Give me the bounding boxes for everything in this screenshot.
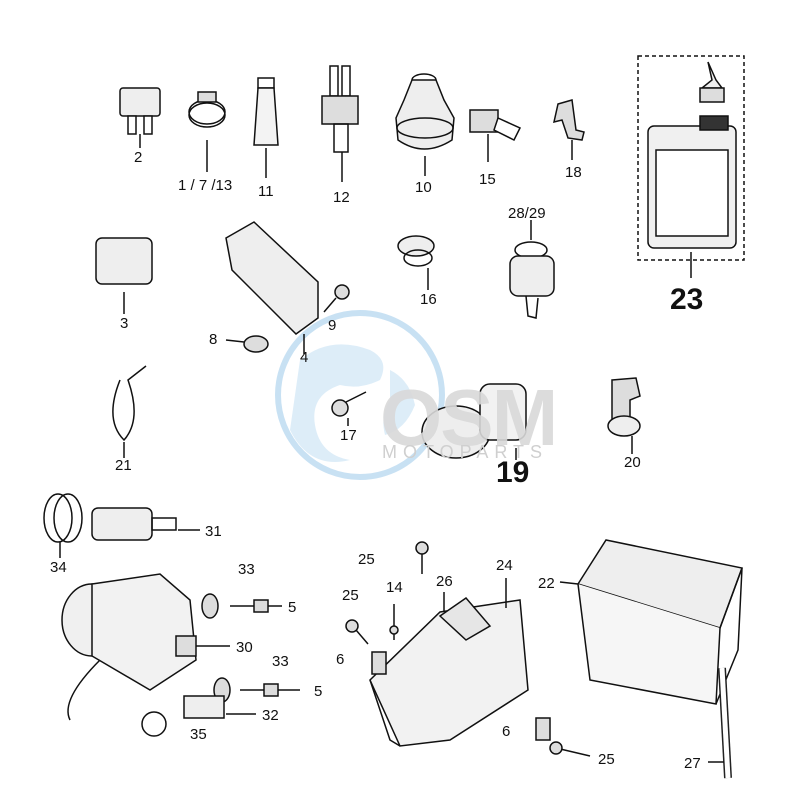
label-part-1-7-13: 1 / 7 /13 (178, 177, 233, 194)
label-part-6-left: 6 (336, 651, 345, 668)
fuse-part (119, 87, 161, 148)
label-part-25-mid: 25 (342, 587, 359, 604)
label-part-4: 4 (300, 349, 309, 366)
breather-tube-part (708, 667, 732, 779)
label-part-28-29: 28/29 (508, 205, 546, 222)
screw-part-9 (323, 284, 350, 313)
battery-part (559, 539, 744, 705)
label-part-10: 10 (415, 179, 432, 196)
label-part-33-lower: 33 (272, 653, 289, 670)
brake-switch-part (321, 65, 359, 182)
label-part-20: 20 (624, 454, 641, 471)
watermark-tagline: MOTOPARTS (382, 442, 549, 462)
bolt-set-lower (213, 677, 300, 703)
oil-container-part (637, 55, 745, 278)
starter-motor-part (61, 573, 230, 737)
label-part-21: 21 (115, 457, 132, 474)
label-part-25-bottom: 25 (598, 751, 615, 768)
label-part-18: 18 (565, 164, 582, 181)
label-part-2: 2 (134, 149, 143, 166)
tube-part (253, 77, 279, 178)
label-part-3: 3 (120, 315, 129, 332)
clip-part (553, 99, 585, 160)
hose-clamp-part (188, 91, 226, 172)
bolt-part-17 (331, 391, 367, 426)
cable-tie-part (112, 365, 147, 458)
lock-part (607, 377, 641, 454)
label-part-17: 17 (340, 427, 357, 444)
label-part-16: 16 (420, 291, 437, 308)
label-part-6-right: 6 (502, 723, 511, 740)
label-part-8: 8 (209, 331, 218, 348)
parts-art (43, 55, 745, 779)
label-part-11: 11 (258, 183, 274, 200)
label-part-14: 14 (386, 579, 403, 596)
label-part-23: 23 (670, 283, 704, 316)
bracket-part-6-bottom (535, 717, 591, 757)
rubber-boot-part (395, 73, 455, 176)
key-connector-part (469, 109, 522, 162)
battery-box-part (369, 578, 529, 747)
label-part-5-lower: 5 (314, 683, 323, 700)
label-part-26: 26 (436, 573, 453, 590)
ignition-part (421, 383, 527, 460)
label-part-27: 27 (684, 755, 701, 772)
label-part-5-upper: 5 (288, 599, 297, 616)
bolt-set-upper (201, 593, 282, 619)
label-part-9: 9 (328, 317, 337, 334)
label-part-12: 12 (333, 189, 350, 206)
screw-part-25-mid (345, 619, 369, 645)
label-part-22: 22 (538, 575, 555, 592)
screw-part-14 (389, 604, 399, 640)
brush-part-32 (183, 695, 256, 719)
label-part-33-upper: 33 (238, 561, 255, 578)
watermark-globe (275, 310, 445, 480)
label-part-24: 24 (496, 557, 513, 574)
label-part-30: 30 (236, 639, 253, 656)
spring-part (43, 493, 83, 558)
watermark-logo: OSM (380, 373, 558, 462)
label-part-19: 19 (496, 456, 530, 489)
bracket-part-6-top (371, 651, 387, 675)
ring-part (397, 235, 435, 290)
label-part-31: 31 (205, 523, 222, 540)
label-part-25-top: 25 (358, 551, 375, 568)
relay-part (95, 237, 153, 314)
socket-part (509, 220, 555, 319)
label-part-35: 35 (190, 726, 207, 743)
strap-part (438, 592, 492, 641)
label-part-32: 32 (262, 707, 279, 724)
starter-drive-part (91, 507, 200, 541)
washer-part-8 (225, 335, 269, 353)
regulator-part (225, 221, 319, 354)
screw-part-25-top (415, 541, 429, 574)
label-part-15: 15 (479, 171, 496, 188)
label-part-34: 34 (50, 559, 67, 576)
